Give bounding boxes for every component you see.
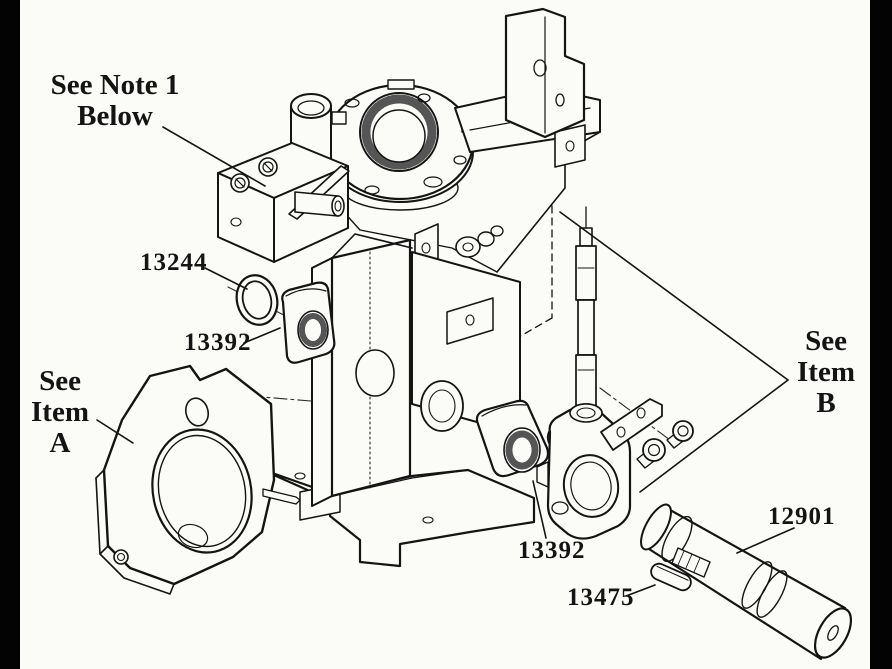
right-letterbox-bar [870,0,892,669]
callout-text: See [805,325,847,357]
bracket-screw-icon [636,438,666,469]
callout-part-13392-upper: 13392 [184,329,252,356]
key-13475-drawing [650,562,692,592]
callout-text: Item [797,356,855,388]
shaft-12901-drawing [640,503,853,662]
callout-part-13244: 13244 [140,249,208,276]
callout-see-item-b: See Item B [784,326,868,419]
callout-text: B [816,387,836,419]
block-screw-icon [230,173,250,193]
callout-see-note-1: See Note 1 Below [30,70,200,132]
callout-text: Item [31,396,89,428]
bracket-and-screws-drawing [600,398,694,469]
leader-13392-lower [532,480,547,539]
leader-lines [96,126,795,597]
left-letterbox-bar [0,0,20,669]
leader-item-a [96,419,134,444]
o-ring-13244-drawing [235,274,279,326]
shaft-keyway-slot [671,547,711,578]
callout-part-13392-lower: 13392 [518,537,586,564]
callout-part-13475: 13475 [567,584,635,611]
leader-13392-upper [243,327,281,344]
bearing-13392-lower-drawing [475,399,550,478]
leader-item-b-upper [559,211,789,381]
carburetor-top-assembly-drawing [217,7,601,273]
callout-text: See Note 1 [50,69,180,101]
callout-text: See [39,365,81,397]
cover-flange-item-a-drawing [95,364,301,595]
leader-note1 [162,126,266,187]
mounting-block-drawing [217,142,350,263]
leader-13244 [204,267,248,290]
leader-12901 [736,527,795,554]
callout-text: Below [77,100,153,132]
callout-part-12901: 12901 [768,503,836,530]
callout-see-item-a: See Item A [20,366,100,459]
leader-item-b-lower [639,379,789,493]
top-right-bracket-drawing [454,7,601,168]
bracket-screw-icon [666,420,694,449]
block-screw-icon [258,157,278,177]
bearing-13392-upper-drawing [281,281,336,364]
leader-13475 [625,584,656,597]
callout-text: A [49,427,71,459]
